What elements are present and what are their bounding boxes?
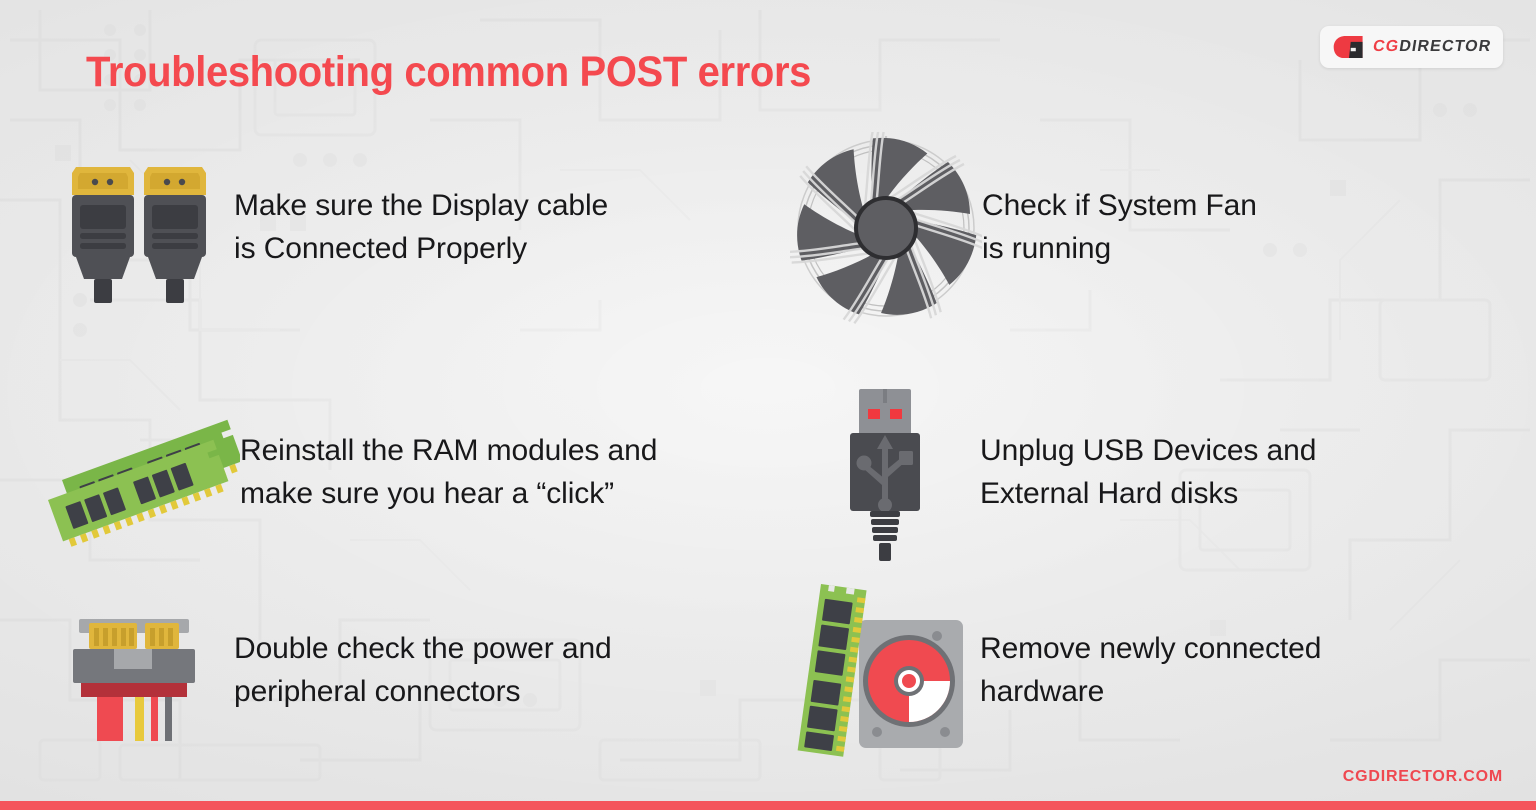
item-usb-devices: Unplug USB Devices and External Hard dis… xyxy=(790,373,1316,573)
item-display-cable: Make sure the Display cable is Connected… xyxy=(34,128,608,328)
item-usb-devices-text: Unplug USB Devices and External Hard dis… xyxy=(980,434,1317,510)
system-fan-icon xyxy=(790,132,982,324)
ram-modules-icon xyxy=(34,388,240,558)
power-peripheral-connector-icon xyxy=(34,601,234,741)
footer-url[interactable]: CGDIRECTOR.COM xyxy=(1342,768,1503,785)
item-power-connectors-text: Double check the power and peripheral co… xyxy=(234,631,612,708)
item-display-cable-text: Make sure the Display cable is Connected… xyxy=(234,189,609,265)
cgdirector-logo-text: CGDIRECTOR xyxy=(1371,38,1493,56)
page-title: Troubleshooting common POST errors xyxy=(86,48,812,96)
logo-cg-text: CG xyxy=(1371,38,1401,55)
item-system-fan-text: Check if System Fan is running xyxy=(982,189,1257,265)
ram-and-hard-drive-icon xyxy=(790,576,980,766)
cgdirector-g-mark xyxy=(1333,35,1363,59)
hdmi-display-cable-icon xyxy=(34,143,234,313)
item-ram-modules-text: Reinstall the RAM modules and make sure … xyxy=(240,434,658,510)
cgdirector-logo[interactable]: CGDIRECTOR xyxy=(1320,26,1503,68)
item-remove-hardware: Remove newly connected hardware xyxy=(790,573,1321,768)
item-ram-modules: Reinstall the RAM modules and make sure … xyxy=(34,373,657,573)
bottom-accent-bar xyxy=(0,801,1536,810)
usb-connector-icon xyxy=(790,383,980,563)
item-power-connectors: Double check the power and peripheral co… xyxy=(34,573,612,768)
troubleshooting-items-grid: Make sure the Display cable is Connected… xyxy=(0,118,1536,757)
logo-director-text: DIRECTOR xyxy=(1397,38,1493,55)
item-remove-hardware-text: Remove newly connected hardware xyxy=(980,631,1322,708)
item-system-fan: Check if System Fan is running xyxy=(790,128,1257,328)
